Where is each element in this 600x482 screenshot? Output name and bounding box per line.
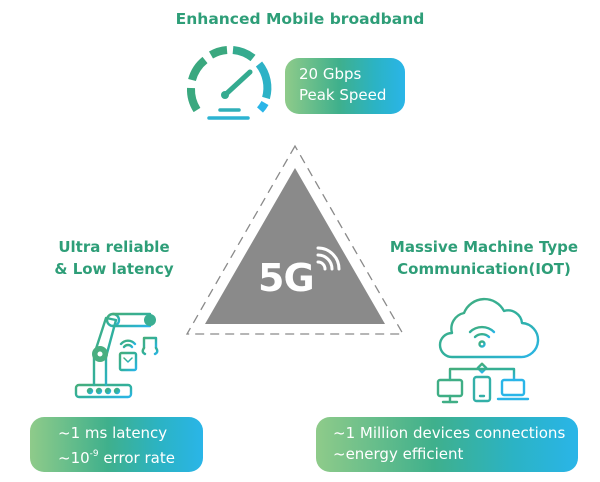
speedometer-icon xyxy=(187,46,272,120)
stat-box-mmtc: ~1 Million devices connections ~energy e… xyxy=(316,417,578,472)
cloud-devices-icon xyxy=(436,297,540,404)
title-urllc-line1: Ultra reliable xyxy=(58,238,170,256)
stat-error-prefix: ~10 xyxy=(58,449,90,467)
stat-error-suffix: error rate xyxy=(98,449,175,467)
stat-energy: ~energy efficient xyxy=(333,445,464,463)
title-mmtc-line2: Communication(IOT) xyxy=(397,260,571,278)
triangle-5g xyxy=(185,144,405,335)
center-5g-label: 5G xyxy=(258,256,315,300)
stat-error-exponent: -9 xyxy=(89,449,99,459)
signal-waves-icon xyxy=(316,246,341,271)
stat-devices: ~1 Million devices connections xyxy=(333,424,566,442)
title-urllc-line2: & Low latency xyxy=(54,260,174,278)
stat-speed: 20 Gbps xyxy=(299,65,362,83)
title-mmtc-line1: Massive Machine Type xyxy=(389,238,579,256)
dashed-outline-triangle xyxy=(185,144,405,335)
robotic-arm-chip-icon xyxy=(70,312,159,399)
title-embb: Enhanced Mobile broadband xyxy=(175,10,425,28)
stat-speed-label: Peak Speed xyxy=(299,86,387,104)
stat-box-urllc: ~1 ms latency ~10-9 error rate xyxy=(30,417,203,472)
stat-error-rate: ~10-9 error rate xyxy=(58,444,203,469)
title-urllc: Ultra reliable & Low latency xyxy=(24,236,204,280)
stat-box-embb: 20 Gbps Peak Speed xyxy=(285,58,405,114)
stat-latency: ~1 ms latency xyxy=(58,424,168,442)
solid-triangle xyxy=(205,168,385,324)
title-mmtc: Massive Machine Type Communication(IOT) xyxy=(376,236,592,280)
